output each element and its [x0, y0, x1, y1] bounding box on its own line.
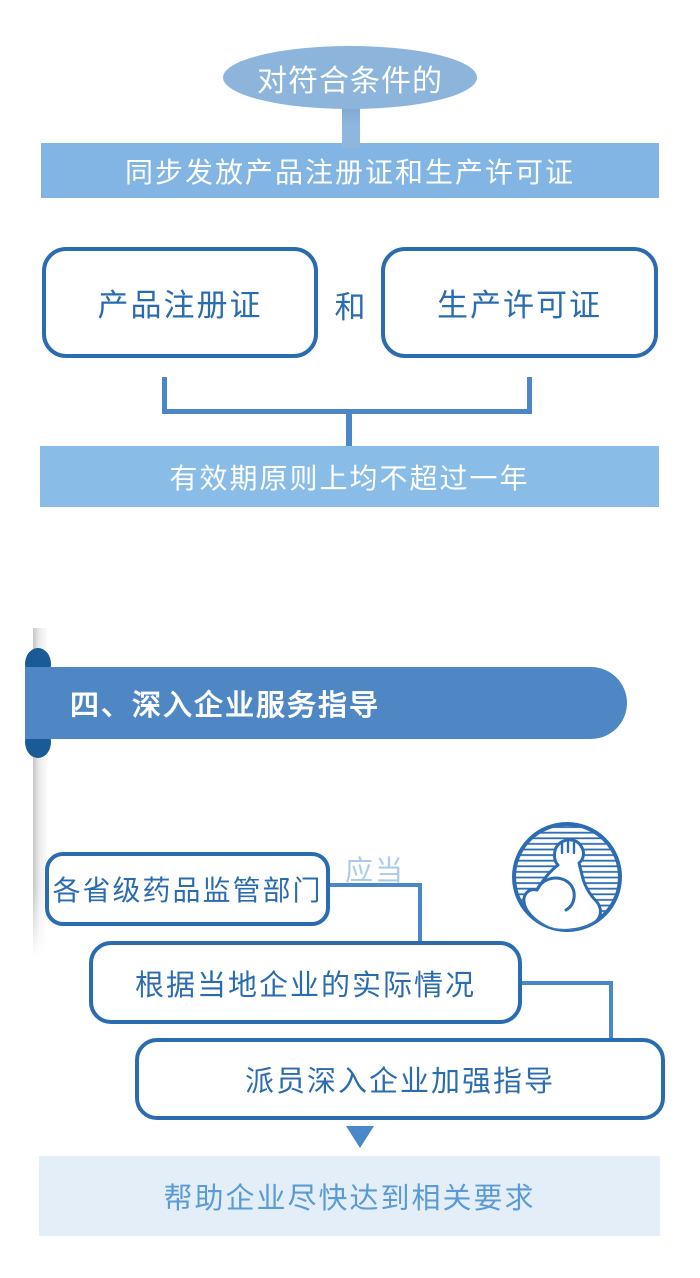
connector-a-horizontal — [330, 883, 422, 887]
connector-b-horizontal — [522, 981, 613, 985]
section-banner: 四、深入企业服务指导 — [25, 667, 627, 739]
dispatch-guidance-box: 派员深入企业加强指导 — [135, 1038, 665, 1120]
provincial-authority-box: 各省级药品监管部门 — [45, 852, 330, 926]
bracket-left-line — [162, 377, 167, 413]
ellipse-to-bar-connector — [342, 100, 360, 148]
bracket-stem-line — [346, 413, 352, 448]
production-license-box: 生产许可证 — [381, 247, 658, 358]
bracket-horizontal-line — [162, 409, 532, 414]
should-label: 应当 — [345, 855, 406, 886]
validity-bar: 有效期原则上均不超过一年 — [40, 446, 659, 507]
connector-b-vertical — [609, 981, 613, 1040]
condition-ellipse: 对符合条件的 — [223, 46, 477, 109]
local-situation-box: 根据当地企业的实际情况 — [89, 941, 522, 1024]
bracket-right-line — [527, 377, 532, 413]
result-bar: 帮助企业尽快达到相关要求 — [39, 1156, 660, 1236]
product-registration-cert-box: 产品注册证 — [42, 247, 318, 358]
muscle-arm-icon — [509, 819, 625, 935]
section-banner-title: 四、深入企业服务指导 — [70, 690, 381, 722]
and-label: 和 — [334, 289, 366, 325]
down-arrow-icon — [346, 1126, 374, 1148]
sync-issue-bar: 同步发放产品注册证和生产许可证 — [41, 143, 659, 198]
connector-a-vertical — [418, 883, 422, 943]
